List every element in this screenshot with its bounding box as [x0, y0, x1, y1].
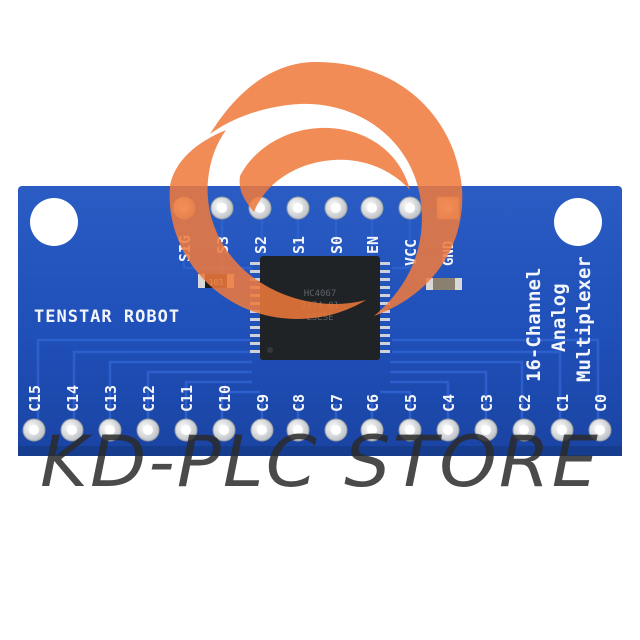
logo-outer-arc [210, 61, 463, 316]
pin-label-c9: C9 [254, 394, 272, 412]
title-line-1: 16-Channel [523, 268, 545, 382]
pin-label-c1: C1 [554, 394, 572, 412]
pin-label-c6: C6 [364, 394, 382, 412]
pin-label-s2: S2 [252, 236, 270, 254]
pin-label-c0: C0 [592, 394, 610, 412]
pin-label-c13: C13 [102, 385, 120, 412]
mounting-hole-right [554, 198, 602, 246]
pin-label-c7: C7 [328, 394, 346, 412]
pin-label-c12: C12 [140, 385, 158, 412]
pin-label-c10: C10 [216, 385, 234, 412]
logo-center-swoosh [239, 127, 410, 212]
pcb-bottom-edge [18, 446, 622, 456]
bottom-header-pads [22, 418, 612, 442]
bottom-pin-labels: C15 C14 C13 C12 C11 C10 C9 C8 C7 C6 C5 C… [26, 385, 610, 412]
pin-label-c2: C2 [516, 394, 534, 412]
pin-label-c8: C8 [290, 394, 308, 412]
smd-capacitor-right [426, 278, 462, 290]
title-line-3: Multiplexer [573, 256, 595, 382]
pin-label-c3: C3 [478, 394, 496, 412]
chip-marking-3: E3ESE [306, 313, 333, 323]
pin-label-c4: C4 [440, 394, 458, 412]
store-logo-watermark [169, 61, 463, 319]
board-title: 16-Channel Analog Multiplexer [523, 256, 595, 382]
title-line-2: Analog [548, 283, 570, 352]
brand-label: TENSTAR ROBOT [34, 307, 180, 327]
pin-label-s1: S1 [290, 236, 308, 254]
chip-marking-1: HC4067 [304, 289, 337, 299]
pin-label-s0: S0 [328, 236, 346, 254]
store-watermark-text: KD-PLC STORE [40, 421, 600, 503]
pin-label-c14: C14 [64, 385, 82, 412]
mounting-hole-left [30, 198, 78, 246]
logo-inner-arc [169, 130, 366, 319]
pin-label-c15: C15 [26, 385, 44, 412]
pin-label-c11: C11 [178, 385, 196, 412]
pin-label-en: EN [364, 236, 382, 254]
pin-label-c5: C5 [402, 394, 420, 412]
